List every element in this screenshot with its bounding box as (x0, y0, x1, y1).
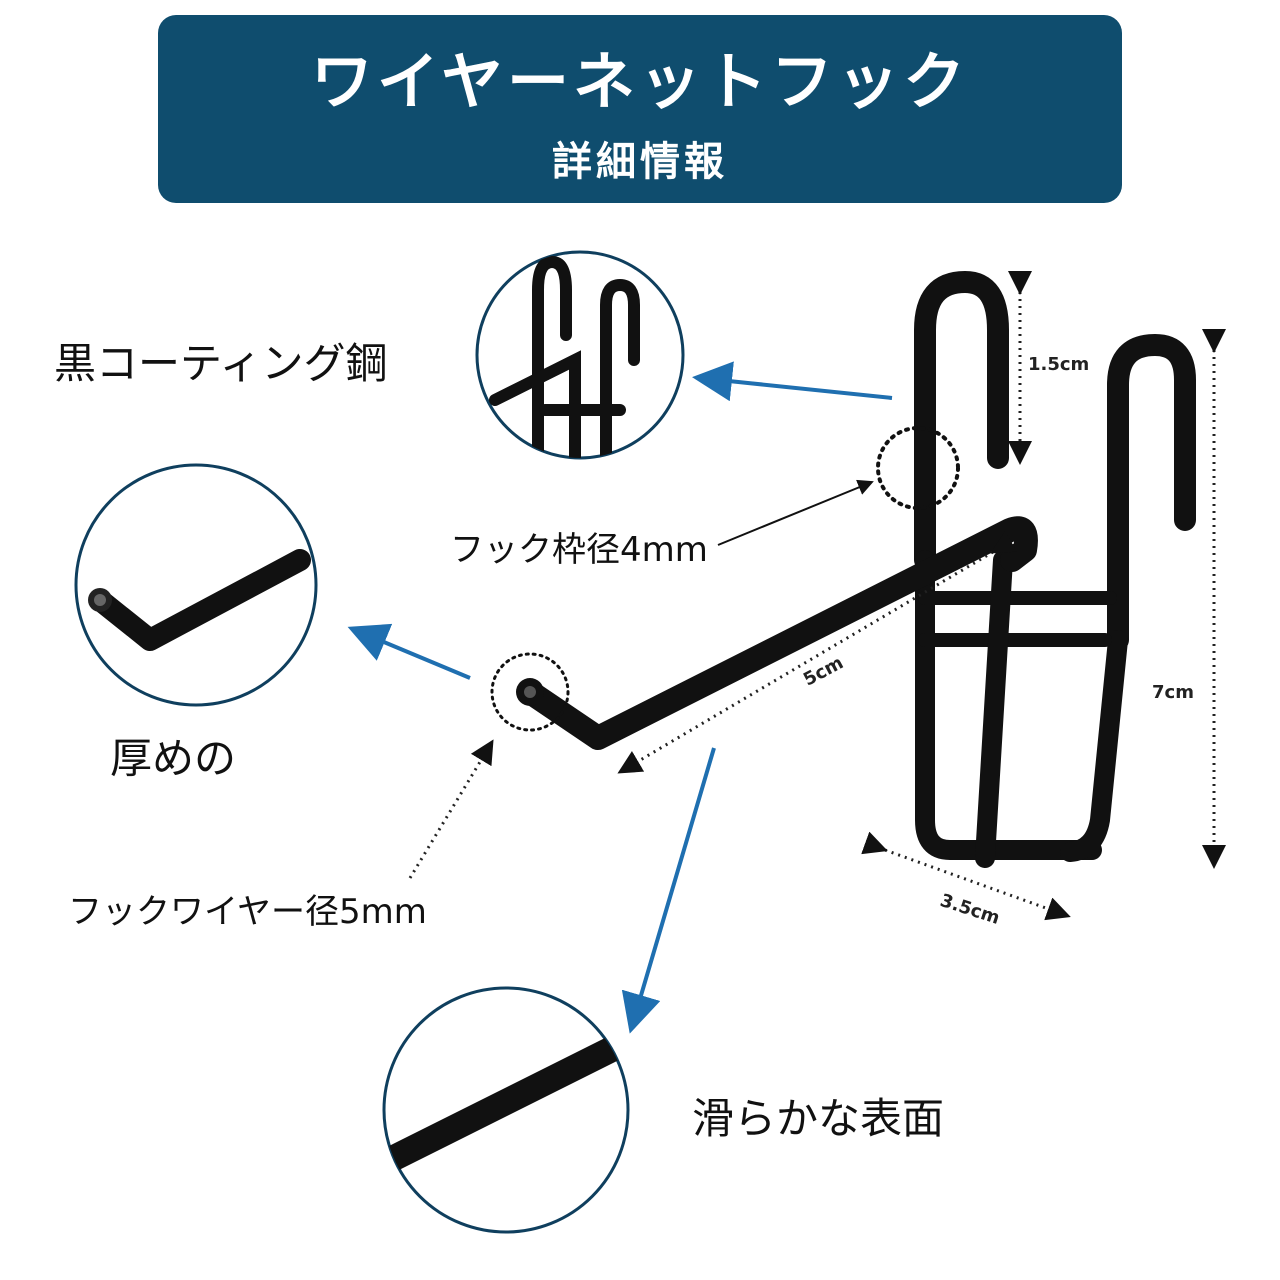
wire-focus-ring (490, 652, 570, 732)
arrow-to-thick (347, 623, 471, 680)
page-subtitle: 詳細情報 (552, 139, 728, 185)
coating-detail-circle (475, 250, 685, 460)
wire-diameter-label: フックワイヤー径5mm (68, 892, 427, 932)
header-banner: ワイヤーネットフック 詳細情報 (158, 15, 1122, 203)
coating-label: 黒コーティング鋼 (54, 339, 388, 388)
smooth-label: 滑らかな表面 (692, 1094, 945, 1143)
page-title: ワイヤーネットフック (310, 45, 970, 118)
frame-diameter-label: フック枠径4mm (450, 530, 708, 570)
arrow-to-smooth (621, 747, 716, 1034)
thick-label: 厚めの (110, 734, 237, 783)
frame-pointer-line (717, 479, 874, 546)
dim-hook-top: 1.5cm (1028, 354, 1090, 375)
wire-hook (516, 271, 1196, 868)
smooth-detail-circle (382, 986, 630, 1234)
frame-focus-ring (876, 426, 960, 510)
thick-detail-circle (74, 463, 318, 707)
dim-height: 7cm (1152, 682, 1194, 703)
arrow-to-coating (692, 361, 893, 402)
